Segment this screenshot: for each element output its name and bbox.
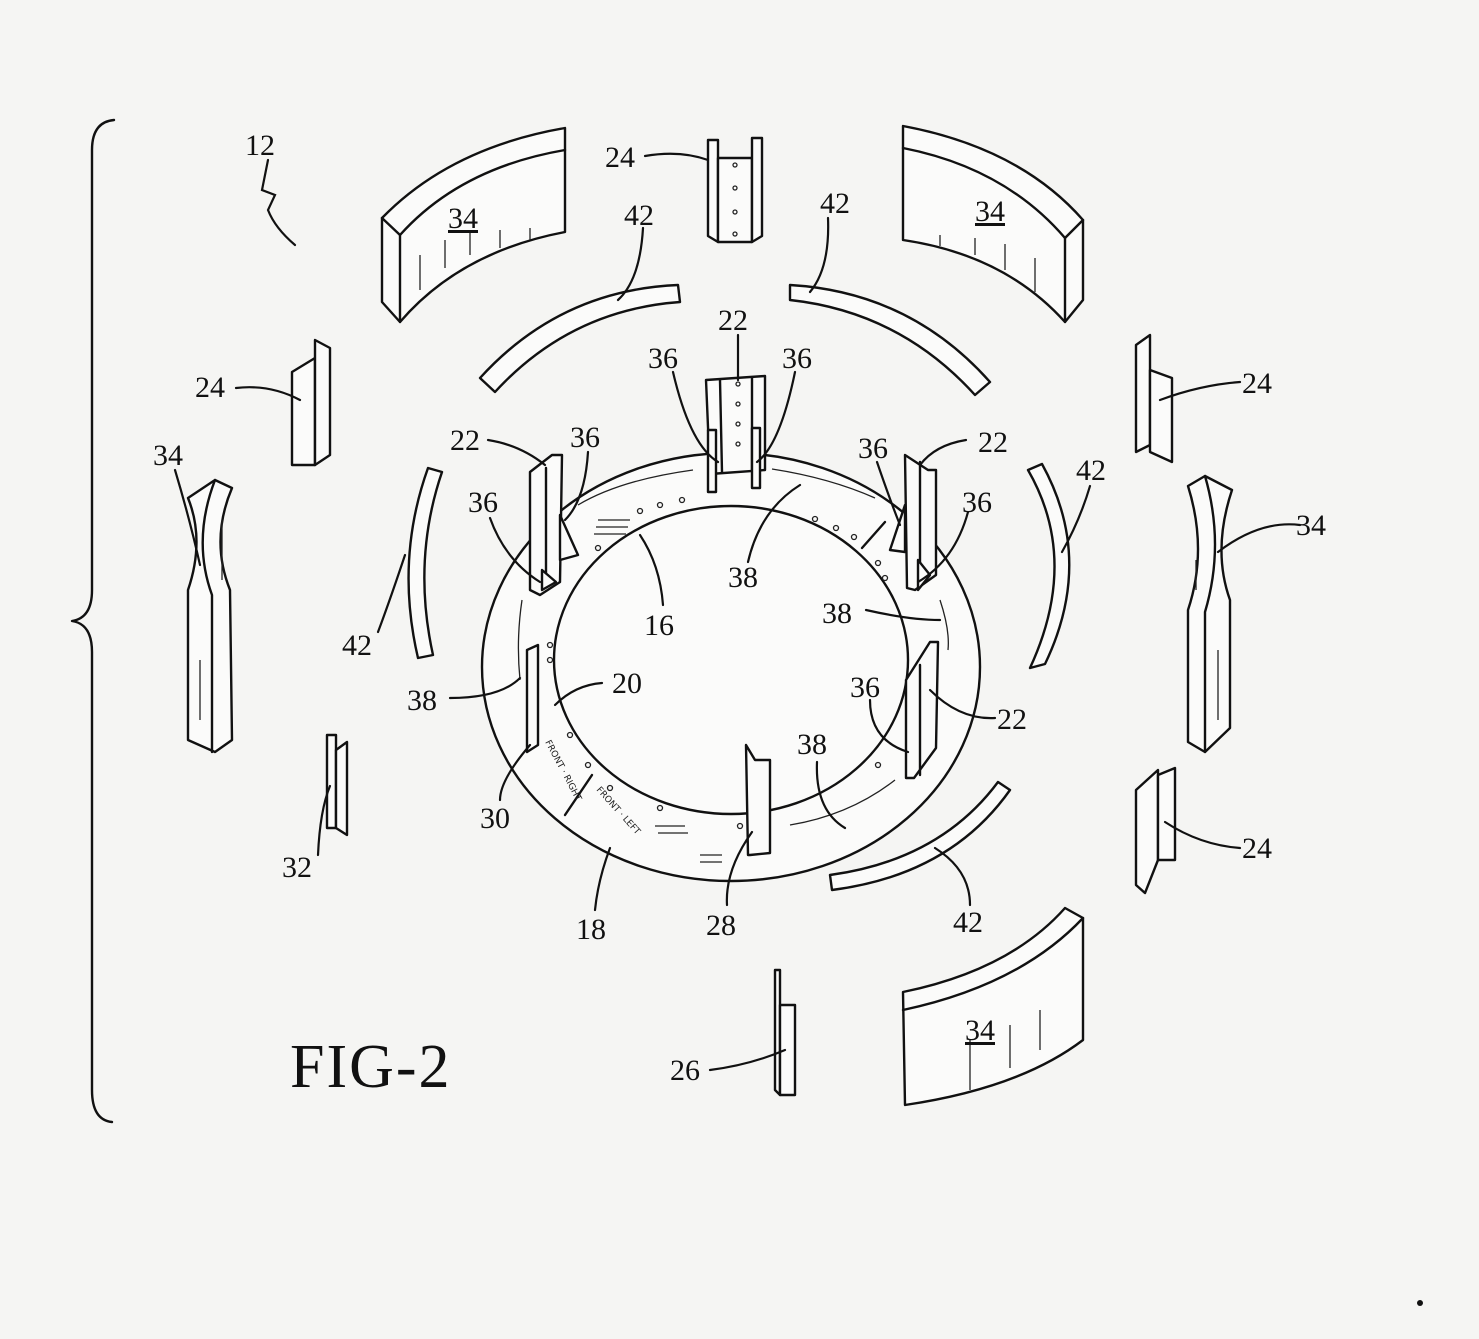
post-22-left	[528, 453, 580, 597]
panel-34-top-left	[380, 126, 567, 324]
ref-42-top-left: 42	[624, 199, 654, 232]
figure-title: FIG-2	[290, 1033, 452, 1101]
ref-38-bottom: 38	[797, 728, 827, 761]
ref-22-left: 22	[450, 424, 480, 457]
ref-32: 32	[282, 851, 312, 884]
ref-38-left: 38	[407, 684, 437, 717]
speck	[1417, 1300, 1423, 1306]
arc-42-top-left	[478, 283, 682, 394]
ref-34-left: 34	[153, 439, 183, 472]
ref-34-right: 34	[1296, 509, 1326, 542]
ref-28: 28	[706, 909, 736, 942]
leader-lines	[173, 152, 1302, 1072]
post-24-left	[290, 338, 332, 467]
ref-36-top-right: 36	[782, 342, 812, 375]
post-30	[525, 643, 540, 754]
panel-34-bottom-right	[901, 906, 1085, 1107]
post-22-right	[888, 453, 938, 592]
post-24-right-top	[1134, 333, 1174, 464]
ref-34-top-right: 34	[975, 195, 1005, 228]
ref-26: 26	[670, 1054, 700, 1087]
post-22-lower-right	[904, 640, 940, 780]
post-26	[773, 968, 797, 1097]
ref-36-left-upper: 36	[570, 421, 600, 454]
ref-34-bottom-right: 34	[965, 1014, 995, 1047]
ref-24-right-bottom: 24	[1242, 832, 1272, 865]
ref-36-right-upper: 36	[858, 432, 888, 465]
base-ring: FRONT · RIGHT FRONT · LEFT	[480, 451, 982, 883]
ref-34-top-left: 34	[448, 202, 478, 235]
ref-22-lower-right: 22	[997, 703, 1027, 736]
ref-36-right-lower: 36	[962, 486, 992, 519]
ref-36-left-lower: 36	[468, 486, 498, 519]
ref-24-top: 24	[605, 141, 635, 174]
ref-38-right: 38	[822, 597, 852, 630]
ref-22-top: 22	[718, 304, 748, 337]
panel-34-left	[186, 478, 234, 754]
ref-36-top-left: 36	[648, 342, 678, 375]
ref-42-top-right: 42	[820, 187, 850, 220]
arc-42-top-right	[788, 283, 992, 397]
ref-42-left: 42	[342, 629, 372, 662]
post-24-top	[706, 136, 764, 244]
post-24-right-bottom	[1134, 766, 1177, 895]
ref-24-right-top: 24	[1242, 367, 1272, 400]
post-22-top	[704, 374, 767, 494]
arc-42-bottom-right	[828, 780, 1012, 892]
arc-42-right	[1026, 462, 1071, 670]
assembly-brace	[70, 118, 116, 1124]
panel-34-top-right	[901, 124, 1085, 324]
ref-38-top: 38	[728, 561, 758, 594]
ref-42-right: 42	[1076, 454, 1106, 487]
post-28	[744, 743, 772, 857]
ref-30: 30	[480, 802, 510, 835]
ref-20: 20	[612, 667, 642, 700]
arc-42-left	[407, 466, 444, 660]
ref-18: 18	[576, 913, 606, 946]
ref-22-right: 22	[978, 426, 1008, 459]
panel-34-right	[1186, 474, 1234, 754]
ref-36-lower-right: 36	[850, 671, 880, 704]
ref-42-bottom-right: 42	[953, 906, 983, 939]
ref-16: 16	[644, 609, 674, 642]
ref-24-left: 24	[195, 371, 225, 404]
ref-12: 12	[245, 129, 275, 162]
